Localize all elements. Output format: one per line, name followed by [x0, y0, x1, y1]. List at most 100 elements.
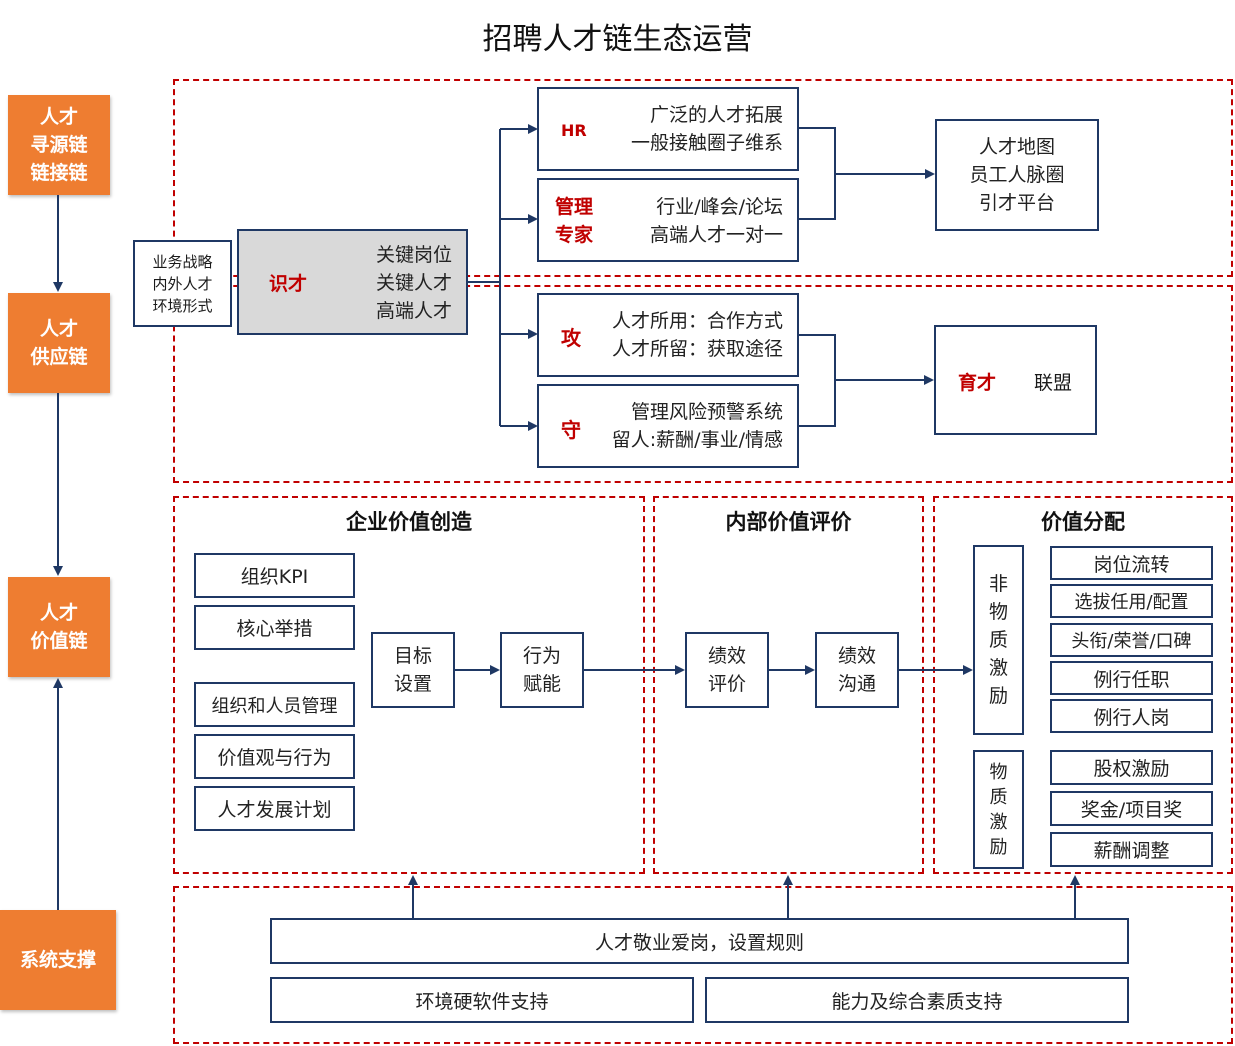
nurture-text: 联盟	[1034, 372, 1073, 394]
enterprise-item-core: 核心举措	[194, 605, 355, 650]
goal-line-2: 设置	[393, 673, 432, 695]
attack-lines: 人才所用：合作方式 人才所留：获取途径	[612, 307, 783, 363]
nonmaterial-char-5: 励	[988, 685, 1008, 707]
material-char-2: 质	[989, 786, 1008, 808]
enterprise-item-org: 组织和人员管理	[194, 682, 355, 727]
goal-line-1: 目标	[393, 645, 432, 667]
nurture-box: 育才 联盟	[934, 325, 1097, 435]
support-row-1: 人才敬业爱岗，设置规则	[270, 918, 1129, 964]
internal-region	[653, 496, 924, 874]
material-char-4: 励	[989, 836, 1008, 858]
supply-line-1: 人才	[39, 318, 78, 340]
support-region	[173, 886, 1233, 1044]
expert-label: 管理 专家	[555, 193, 593, 249]
sourcing-line-3: 链接链	[30, 162, 88, 184]
attack-line-2: 人才所留：获取途径	[611, 338, 783, 360]
attack-line-1: 人才所用：合作方式	[611, 310, 783, 332]
dist-item-selection: 选拔任用/配置	[1050, 584, 1213, 618]
nonmaterial-char-2: 物	[988, 601, 1008, 623]
expert-lines: 行业/峰会/论坛 高端人才一对一	[650, 193, 783, 249]
distribution-region	[933, 496, 1233, 874]
talent-map-box: 人才地图 员工人脉圈 引才平台	[935, 119, 1099, 231]
dist-item-bonus: 奖金/项目奖	[1050, 791, 1213, 826]
identify-lines: 关键岗位 关键人才 高端人才	[376, 241, 452, 325]
defend-line-1: 管理风险预警系统	[630, 401, 783, 423]
identify-line-3: 高端人才	[375, 300, 452, 322]
defend-line-2: 留人:薪酬/事业/情感	[611, 429, 783, 451]
sourcing-chain-box: 人才 寻源链 链接链	[8, 95, 110, 195]
nonmaterial-char-4: 激	[988, 657, 1008, 679]
enterprise-item-values: 价值观与行为	[194, 734, 355, 779]
comm-box: 绩效 沟通	[815, 632, 899, 708]
hr-label: HR	[561, 121, 587, 140]
nonmaterial-char-3: 质	[988, 629, 1008, 651]
dist-item-honor: 头衔/荣誉/口碑	[1050, 623, 1213, 657]
eval-line-2: 评价	[707, 673, 746, 695]
value-chain-box: 人才 价值链	[8, 577, 110, 677]
supply-chain-box: 人才 供应链	[8, 293, 110, 393]
identify-line-1: 关键岗位	[375, 244, 452, 266]
behavior-box: 行为 赋能	[500, 632, 584, 708]
enterprise-item-talent: 人才发展计划	[194, 786, 355, 831]
sourcing-line-2: 寻源链	[30, 134, 88, 156]
talent-map-line-2: 员工人脉圈	[969, 164, 1065, 186]
comm-line-1: 绩效	[837, 645, 876, 667]
dist-item-equity: 股权激励	[1050, 750, 1213, 785]
sourcing-line-1: 人才	[39, 106, 78, 128]
expert-box: 管理 专家 行业/峰会/论坛 高端人才一对一	[537, 178, 799, 262]
defend-lines: 管理风险预警系统 留人:薪酬/事业/情感	[612, 398, 783, 454]
identify-box: 识才 关键岗位 关键人才 高端人才	[237, 229, 468, 335]
strategy-line-2: 内外人才	[152, 274, 213, 293]
defend-label: 守	[561, 418, 581, 442]
strategy-line-1: 业务战略	[152, 252, 213, 271]
talent-map-line-1: 人才地图	[978, 136, 1055, 158]
behavior-line-2: 赋能	[522, 673, 561, 695]
hr-lines: 广泛的人才拓展 一般接触圈子维系	[631, 101, 783, 157]
nonmaterial-box: 非 物 质 激 励	[973, 545, 1024, 735]
nurture-label: 育才	[958, 372, 997, 394]
defend-box: 守 管理风险预警系统 留人:薪酬/事业/情感	[537, 384, 799, 468]
sourcing-region	[173, 79, 1233, 277]
strategy-line-3: 环境形式	[152, 296, 213, 315]
hr-line-2: 一般接触圈子维系	[630, 132, 783, 154]
hr-line-1: 广泛的人才拓展	[649, 104, 783, 126]
identify-line-2: 关键人才	[375, 272, 452, 294]
talent-map-line-3: 引才平台	[978, 192, 1055, 214]
nonmaterial-char-1: 非	[988, 573, 1008, 595]
enterprise-region	[173, 496, 645, 874]
dist-item-salary: 薪酬调整	[1050, 832, 1213, 867]
hr-expert-merge	[799, 127, 836, 220]
supply-line-2: 供应链	[30, 346, 88, 368]
eval-line-1: 绩效	[707, 645, 746, 667]
page-title: 招聘人才链生态运营	[482, 22, 753, 57]
support-row-2a: 环境硬软件支持	[270, 977, 694, 1023]
expert-label-1: 管理	[555, 196, 594, 218]
dist-item-routine-post: 例行任职	[1050, 661, 1213, 695]
expert-label-2: 专家	[555, 224, 594, 246]
system-support-label: 系统支撑	[19, 949, 96, 971]
system-support-box: 系统支撑	[0, 910, 116, 1010]
hr-box: HR 广泛的人才拓展 一般接触圈子维系	[537, 87, 799, 171]
dist-item-rotation: 岗位流转	[1050, 546, 1213, 580]
strategy-box: 业务战略 内外人才 环境形式	[133, 240, 232, 327]
value-line-1: 人才	[39, 602, 78, 624]
attack-defend-merge	[799, 334, 836, 427]
value-line-2: 价值链	[30, 630, 88, 652]
expert-line-1: 行业/峰会/论坛	[656, 196, 783, 218]
supply-region	[173, 285, 1233, 483]
eval-box: 绩效 评价	[685, 632, 769, 708]
material-box: 物 质 激 励	[973, 750, 1024, 869]
goal-box: 目标 设置	[371, 632, 455, 708]
dist-item-routine-entry: 例行人岗	[1050, 699, 1213, 733]
identify-label: 识才	[269, 273, 308, 295]
material-char-1: 物	[989, 761, 1008, 783]
enterprise-item-kpi: 组织KPI	[194, 553, 355, 598]
internal-title: 内部价值评价	[725, 510, 852, 534]
attack-label: 攻	[561, 326, 581, 350]
behavior-line-1: 行为	[522, 645, 561, 667]
attack-box: 攻 人才所用：合作方式 人才所留：获取途径	[537, 293, 799, 377]
enterprise-title: 企业价值创造	[346, 510, 472, 534]
distribution-title: 价值分配	[1041, 510, 1125, 534]
material-char-3: 激	[989, 811, 1008, 833]
